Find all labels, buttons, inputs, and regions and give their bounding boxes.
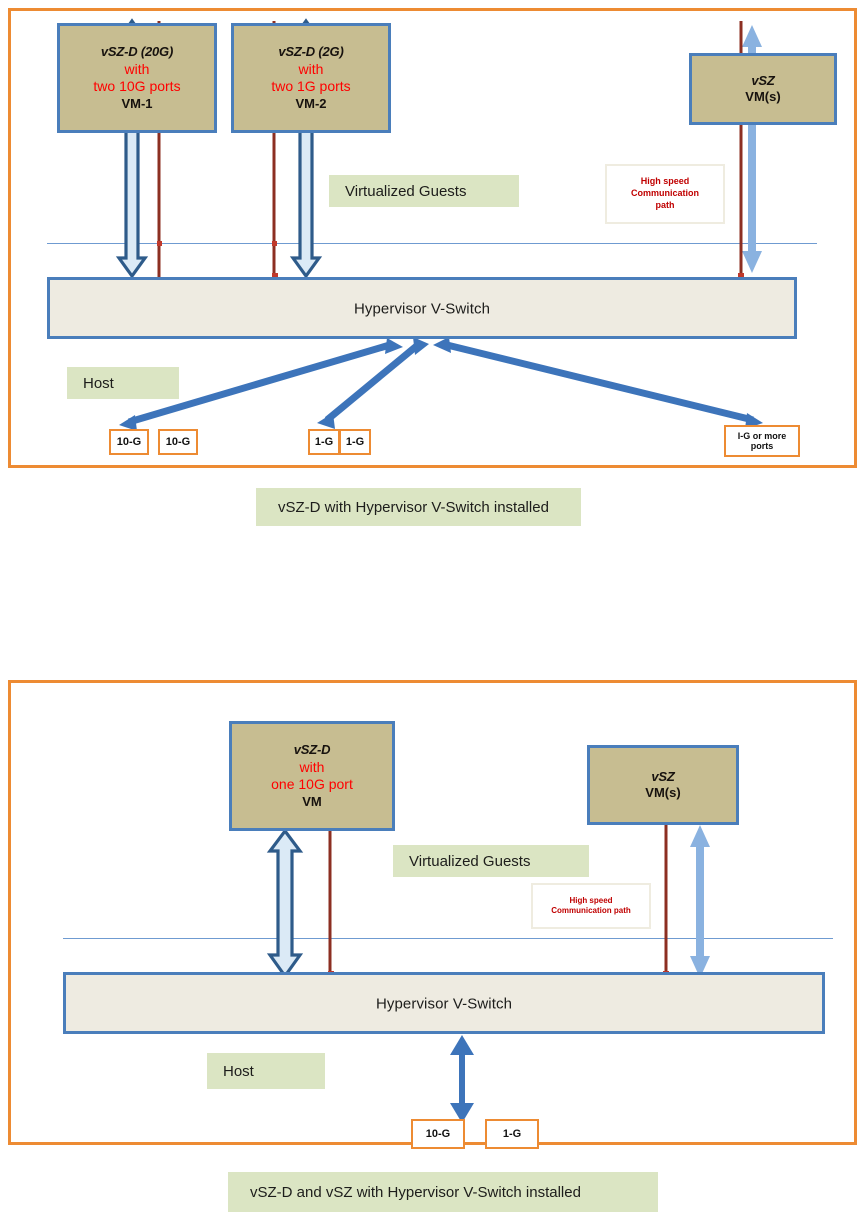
port-chip-10g-a-label: 10-G — [116, 435, 142, 448]
port-chip-1g-b[interactable]: 1-G — [339, 429, 371, 455]
port-chip-1g-bottom[interactable]: 1-G — [485, 1119, 539, 1149]
diag-arrow-10g — [128, 340, 394, 426]
note-line-1-top: High speed — [640, 176, 690, 187]
diag-arrow-10g-head-up — [385, 338, 403, 354]
host-separator-line-bottom — [63, 938, 833, 939]
note-line-1-bottom: High speed — [569, 895, 613, 905]
vm1-name: VM-1 — [121, 95, 153, 111]
vm1-ports: two 10G ports — [93, 78, 181, 94]
tag-host-top-label: Host — [83, 374, 114, 392]
tag-virtualized-guests-bottom: Virtualized Guests — [393, 845, 589, 877]
hypervisor-vswitch-top-label: Hypervisor V-Switch — [353, 300, 491, 318]
thin-double-arrow-vsz-bottom — [690, 825, 710, 978]
vm1-title: vSZ-D (20G) — [100, 44, 174, 60]
port-chip-more-line1: I-G or more — [737, 430, 787, 441]
diag-arrow-1g — [324, 341, 422, 423]
port-chip-1g-a-label: 1-G — [314, 435, 334, 448]
diagram-panel-bottom: vSZ-D with one 10G port VM vSZ VM(s) Vir… — [8, 680, 857, 1149]
port-chip-10g-b[interactable]: 10-G — [158, 429, 198, 455]
caption-top: vSZ-D with Hypervisor V-Switch installed — [256, 488, 581, 526]
vm-box-vsz-d-2g[interactable]: vSZ-D (2G) with two 1G ports VM-2 — [231, 23, 391, 133]
hypervisor-vswitch-bottom[interactable]: Hypervisor V-Switch — [63, 972, 825, 1034]
vszd-with-bottom: with — [299, 758, 325, 775]
vsz-name-bottom: VM(s) — [645, 785, 681, 800]
diagram-top-stage: vSZ-D (20G) with two 10G ports VM-1 vSZ-… — [11, 11, 854, 465]
vszd-name-bottom: VM — [302, 793, 322, 809]
hypervisor-vswitch-top[interactable]: Hypervisor V-Switch — [47, 277, 797, 339]
caption-bottom: vSZ-D and vSZ with Hypervisor V-Switch i… — [228, 1172, 658, 1212]
port-chip-10g-bottom[interactable]: 10-G — [411, 1119, 465, 1149]
vm-box-vsz-top[interactable]: vSZ VM(s) — [689, 53, 837, 125]
tag-host-bottom: Host — [207, 1053, 325, 1089]
note-line-2-top: Communication — [630, 188, 699, 199]
tag-virtualized-guests-top-label: Virtualized Guests — [345, 182, 467, 200]
diag-arrow-1g-head-down — [317, 413, 335, 429]
note-line-2-bottom: Communication path — [551, 906, 631, 915]
port-chip-1g-or-more[interactable]: I-G or more ports — [724, 425, 800, 457]
port-chip-1g-bottom-label: 1-G — [502, 1127, 522, 1140]
vm2-ports: two 1G ports — [271, 78, 351, 94]
port-arrow-head-down — [450, 1103, 474, 1123]
vm2-title: vSZ-D (2G) — [278, 44, 344, 60]
connector-arrows-top — [115, 18, 763, 431]
vsz-title-top: vSZ — [751, 72, 775, 88]
tag-host-top: Host — [67, 367, 179, 399]
vm2-with: with — [298, 60, 324, 77]
thin-double-arrow-vsz — [742, 25, 762, 273]
port-chip-10g-a[interactable]: 10-G — [109, 429, 149, 455]
vszd-title-bottom: vSZ-D — [293, 742, 331, 758]
vm1-with: with — [124, 60, 150, 77]
vm-box-vsz-d-20g[interactable]: vSZ-D (20G) with two 10G ports VM-1 — [57, 23, 217, 133]
diag-arrow-1g-head-up — [413, 337, 429, 355]
thick-double-arrow-vszd — [266, 828, 304, 979]
tag-host-bottom-label: Host — [223, 1062, 254, 1080]
port-chip-1g-a[interactable]: 1-G — [308, 429, 340, 455]
vsz-title-bottom: vSZ — [651, 768, 675, 784]
port-chip-10g-b-label: 10-G — [165, 435, 191, 448]
note-high-speed-path-bottom: High speed Communication path — [531, 883, 651, 929]
diag-arrow-1g-or-more — [442, 340, 754, 424]
note-line-3-top: path — [655, 199, 675, 210]
vszd-ports-bottom: one 10G port — [271, 776, 353, 792]
caption-bottom-label: vSZ-D and vSZ with Hypervisor V-Switch i… — [250, 1183, 581, 1201]
diagram-panel-top: vSZ-D (20G) with two 10G ports VM-1 vSZ-… — [8, 8, 857, 468]
vm-box-vsz-bottom[interactable]: vSZ VM(s) — [587, 745, 739, 825]
diag-arrow-10g-head-down — [119, 415, 137, 431]
port-chip-10g-bottom-label: 10-G — [425, 1127, 451, 1140]
vm2-name: VM-2 — [295, 95, 327, 111]
port-chip-1g-b-label: 1-G — [345, 435, 365, 448]
diagram-bottom-stage: vSZ-D with one 10G port VM vSZ VM(s) Vir… — [11, 683, 854, 1149]
diag-arrow-more-head-up — [433, 337, 451, 353]
note-high-speed-path-top: High speed Communication path — [605, 164, 725, 224]
hypervisor-vswitch-bottom-label: Hypervisor V-Switch — [375, 995, 513, 1013]
port-arrow-head-up — [450, 1035, 474, 1055]
vsz-name-top: VM(s) — [745, 89, 781, 104]
tag-virtualized-guests-top: Virtualized Guests — [329, 175, 519, 207]
caption-top-label: vSZ-D with Hypervisor V-Switch installed — [278, 498, 549, 516]
host-separator-line-top — [47, 243, 817, 244]
tag-virtualized-guests-bottom-label: Virtualized Guests — [409, 852, 531, 870]
port-chip-more-line2: ports — [750, 441, 774, 451]
vm-box-vsz-d-10g[interactable]: vSZ-D with one 10G port VM — [229, 721, 395, 831]
